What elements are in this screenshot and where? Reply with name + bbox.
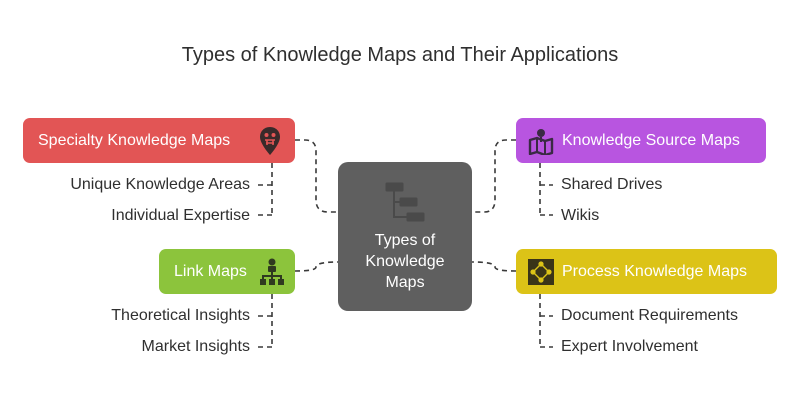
link-label: Link Maps bbox=[174, 262, 247, 280]
source-label: Knowledge Source Maps bbox=[562, 131, 740, 149]
flowchart-icon bbox=[383, 180, 427, 229]
knowledge-source-maps-node: Knowledge Source Maps bbox=[516, 118, 766, 163]
source-item-2: Wikis bbox=[561, 207, 600, 224]
center-label: Types of Knowledge Maps bbox=[338, 230, 472, 293]
map-pin-icon bbox=[528, 118, 554, 163]
connector-source bbox=[472, 139, 516, 213]
connector-link bbox=[294, 261, 339, 272]
specialty-item-2: Individual Expertise bbox=[111, 207, 250, 224]
org-chart-icon bbox=[259, 249, 285, 294]
process-knowledge-maps-node: Process Knowledge Maps bbox=[516, 249, 777, 294]
location-pin-icon bbox=[259, 118, 281, 163]
link-item-2: Market Insights bbox=[141, 338, 250, 355]
specialty-knowledge-maps-node: Specialty Knowledge Maps bbox=[23, 118, 295, 163]
process-label: Process Knowledge Maps bbox=[562, 262, 747, 280]
specialty-label: Specialty Knowledge Maps bbox=[38, 131, 231, 149]
connector-specialty bbox=[295, 139, 338, 213]
grid-diagram-icon bbox=[527, 249, 555, 294]
center-line-2: Knowledge bbox=[365, 253, 445, 270]
center-line-1: Types of bbox=[374, 232, 436, 249]
connector-process bbox=[471, 261, 517, 272]
process-item-2: Expert Involvement bbox=[561, 338, 698, 355]
link-item-1: Theoretical Insights bbox=[111, 307, 250, 324]
center-node: Types of Knowledge Maps bbox=[338, 162, 472, 311]
source-item-1: Shared Drives bbox=[561, 176, 663, 193]
specialty-item-1: Unique Knowledge Areas bbox=[70, 176, 250, 193]
center-line-3: Maps bbox=[385, 274, 425, 291]
link-maps-node: Link Maps bbox=[159, 249, 295, 294]
diagram-title: Types of Knowledge Maps and Their Applic… bbox=[181, 44, 619, 66]
process-item-1: Document Requirements bbox=[561, 307, 738, 324]
